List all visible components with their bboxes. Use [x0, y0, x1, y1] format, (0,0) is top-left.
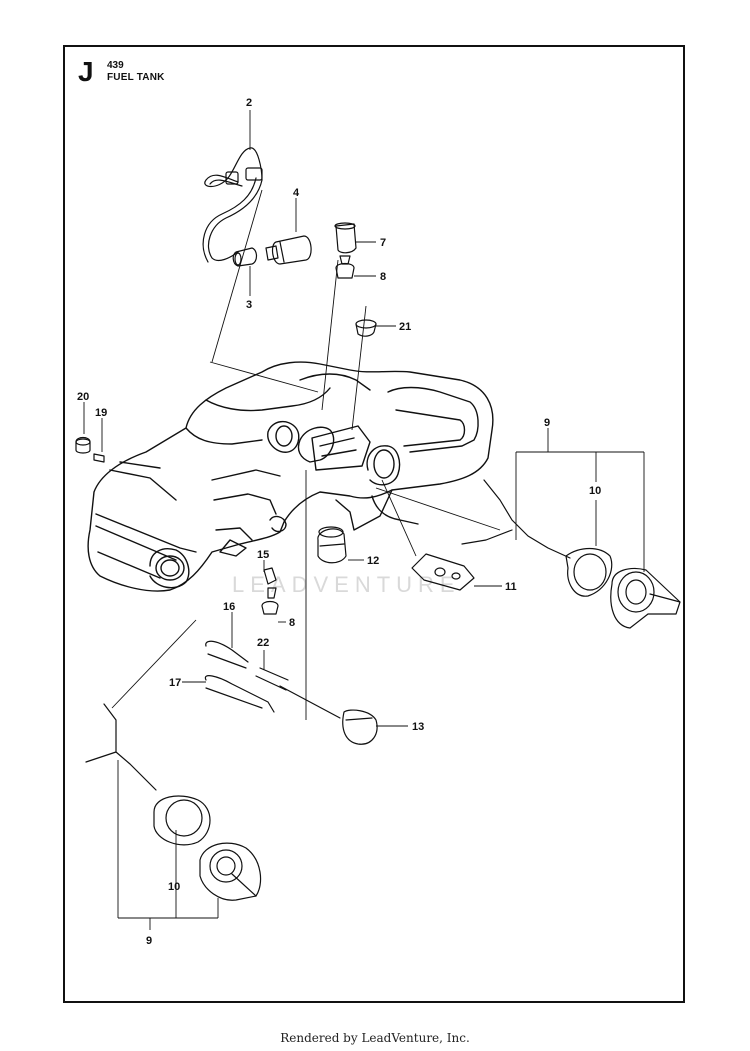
fitting-parts — [261, 567, 279, 615]
callout-15: 15 — [257, 549, 269, 561]
cover-plate-part — [411, 553, 475, 591]
callout-9-left: 9 — [146, 935, 152, 947]
callout-22: 22 — [257, 637, 269, 649]
callout-12: 12 — [367, 555, 379, 567]
fuel-pickup-13 — [279, 685, 378, 745]
callout-16: 16 — [223, 601, 235, 613]
fuel-tank-housing — [87, 361, 494, 592]
callout-8-mid: 8 — [289, 617, 295, 629]
screw-parts-left — [75, 436, 105, 463]
bushing-part — [355, 319, 377, 337]
model-number: 439 — [107, 60, 124, 71]
callout-20: 20 — [77, 391, 89, 403]
callout-2: 2 — [246, 97, 252, 109]
diagram-title: FUEL TANK — [107, 72, 165, 83]
callout-7: 7 — [380, 237, 386, 249]
fuel-filter-part — [232, 235, 312, 267]
hose-parts — [204, 640, 289, 713]
diagram-frame — [63, 45, 685, 1003]
callout-11: 11 — [505, 581, 517, 593]
callout-9-right: 9 — [544, 417, 550, 429]
footer-credit: Rendered by LeadVenture, Inc. — [280, 1031, 470, 1045]
fuel-cap-left — [85, 703, 262, 901]
section-letter: J — [78, 56, 94, 87]
fuel-hose-part — [202, 147, 263, 263]
callout-21: 21 — [399, 321, 411, 333]
leader-lines — [83, 110, 645, 930]
callout-8-top: 8 — [380, 271, 386, 283]
watermark: LEADVENTURE — [232, 572, 461, 597]
callout-10-right: 10 — [589, 485, 601, 497]
callout-3: 3 — [246, 299, 252, 311]
vent-valve-part — [334, 222, 357, 279]
fuel-cap-right — [461, 479, 681, 629]
callout-labels: 2 4 7 8 3 21 20 19 9 10 12 15 11 16 8 22… — [77, 97, 601, 947]
callout-17: 17 — [169, 677, 181, 689]
callout-19: 19 — [95, 407, 107, 419]
callout-4: 4 — [293, 187, 300, 199]
fuel-pickup-part — [317, 526, 347, 564]
callout-10-left: 10 — [168, 881, 180, 893]
callout-13: 13 — [412, 721, 424, 733]
